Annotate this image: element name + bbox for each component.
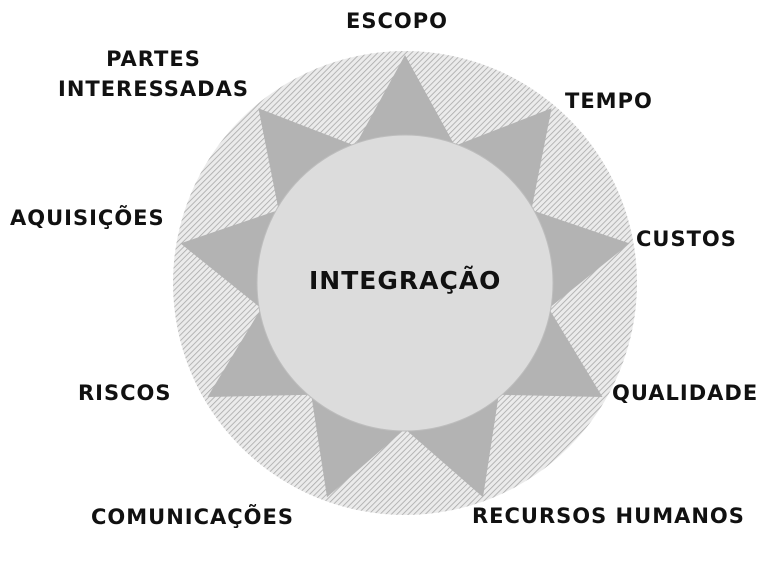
star-points bbox=[180, 55, 630, 498]
area-label-partes-interessadas: PARTES INTERESSADAS bbox=[58, 47, 249, 101]
star-point-custos bbox=[531, 210, 630, 309]
center-label-integracao: INTEGRAÇÃO bbox=[309, 266, 502, 295]
star-point-tempo bbox=[454, 108, 552, 210]
area-label-tempo: TEMPO bbox=[565, 89, 653, 113]
area-label-qualidade: QUALIDADE bbox=[612, 381, 759, 405]
star-point-recursos-humanos bbox=[405, 394, 499, 498]
area-label-riscos: RISCOS bbox=[78, 381, 172, 405]
star-point-escopo bbox=[355, 55, 455, 146]
star-point-comunicacoes bbox=[311, 394, 405, 498]
area-label-recursos-humanos: RECURSOS HUMANOS bbox=[472, 504, 745, 528]
area-label-custos: CUSTOS bbox=[636, 227, 737, 251]
area-label-escopo: ESCOPO bbox=[346, 9, 448, 33]
inner-circle bbox=[256, 134, 554, 432]
star-point-partes-interessadas bbox=[258, 108, 356, 210]
star-point-qualidade bbox=[498, 308, 603, 397]
area-label-comunicacoes: COMUNICAÇÕES bbox=[91, 505, 294, 529]
star-point-riscos bbox=[207, 308, 312, 397]
area-label-aquisicoes: AQUISIÇÕES bbox=[10, 206, 165, 230]
star-point-aquisicoes bbox=[180, 210, 279, 309]
